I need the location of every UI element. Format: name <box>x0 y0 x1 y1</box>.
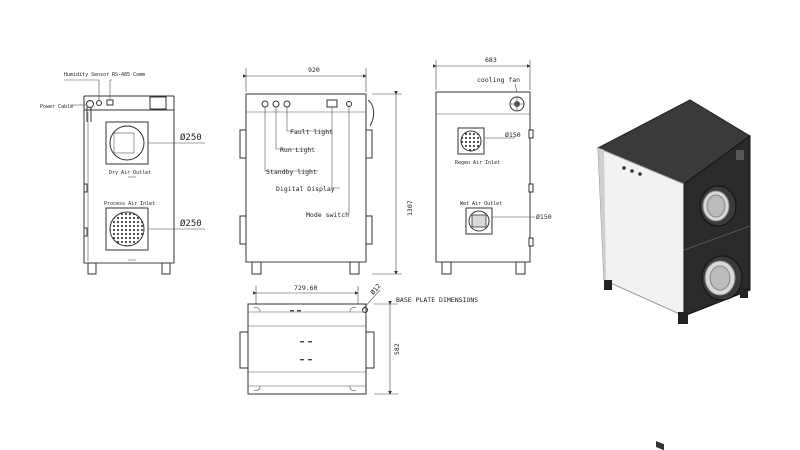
side-pipe <box>367 99 375 127</box>
width-920-label: 920 <box>308 66 320 74</box>
side-duct-left-top <box>239 129 247 159</box>
side-foot-right <box>349 261 360 275</box>
base-hole-bl <box>253 385 261 391</box>
height-1307-label: 1307 <box>406 200 414 216</box>
render-display-icon <box>656 441 664 450</box>
render-foot-2 <box>678 312 688 324</box>
dry-air-outlet-duct <box>109 125 145 161</box>
dia-250-bottom-label: Ø250 <box>180 218 202 229</box>
rs485-label: RS-485 Comm <box>112 72 145 78</box>
width-683-label: 683 <box>485 56 497 64</box>
base-depth-label: 582 <box>393 343 401 355</box>
base-hole-tl <box>253 307 261 313</box>
wet-air-outlet-label: Wet Air Outlet <box>460 201 502 207</box>
dia-150-bottom-label: Ø150 <box>536 213 552 221</box>
dia-250-top-label: Ø250 <box>180 132 202 143</box>
regen-air-inlet-grille <box>460 130 482 152</box>
fault-light-label: Fault light <box>290 128 333 136</box>
render-foot-1 <box>604 280 612 290</box>
rear-foot-right <box>515 261 526 275</box>
front-hinge-1 <box>83 183 88 193</box>
side-duct-right-bottom <box>365 215 373 245</box>
base-duct-right <box>365 331 375 369</box>
process-air-inlet-grille <box>109 211 145 247</box>
base-hole-tr <box>349 307 357 313</box>
cooling-fan-label: cooling fan <box>477 76 520 84</box>
dry-air-outlet-flange <box>105 121 149 165</box>
mode-switch-label: Mode switch <box>306 211 349 219</box>
render-foot-3 <box>740 288 748 298</box>
front-foot-right <box>161 262 171 275</box>
base-hole-br <box>349 385 357 391</box>
front-foot-left <box>87 262 97 275</box>
base-width-label: 729.60 <box>294 284 318 292</box>
rear-foot-left <box>441 261 452 275</box>
front-view: Humidity Sensor RS-485 Comm Power Cable … <box>40 72 205 275</box>
humidity-port-icon <box>96 100 102 106</box>
digital-display-label: Digital Display <box>276 185 335 193</box>
regen-air-inlet-label: Regen Air Inlet <box>455 160 500 166</box>
rs485-port-icon <box>106 99 114 106</box>
process-air-inlet-label: Process Air Inlet <box>104 201 155 207</box>
base-body <box>247 303 367 395</box>
standby-light-label: Standby light <box>266 168 317 176</box>
mode-switch-icon <box>346 101 352 107</box>
cabinet-3d-render <box>596 99 751 450</box>
side-duct-right-top <box>365 129 373 159</box>
front-panel-box <box>149 96 167 110</box>
front-hinge-2 <box>83 227 88 237</box>
power-port-icon <box>86 100 94 108</box>
dry-air-outlet-label: Dry Air Outlet <box>109 170 151 176</box>
base-duct-left <box>239 331 249 369</box>
wet-air-outlet-duct <box>468 210 490 232</box>
side-duct-left-bottom <box>239 215 247 245</box>
base-plate-label: BASE PLATE DIMENSIONS <box>396 296 478 304</box>
side-body <box>245 93 367 263</box>
power-cable-label: Power Cable <box>40 104 73 110</box>
side-view: 920 1307 Fault light Run Light Standb <box>239 66 414 275</box>
dia-150-top-label: Ø150 <box>505 131 521 139</box>
humidity-sensor-label: Humidity Sensor <box>64 72 109 78</box>
power-cable-pipe <box>86 107 92 122</box>
side-foot-left <box>251 261 262 275</box>
base-hole-label: Ø12 <box>369 282 383 296</box>
run-light-label: Run Light <box>280 146 315 154</box>
rear-view: 683 cooling fan Ø150 Regen Air Inlet Wet… <box>433 56 552 275</box>
rear-body <box>435 91 531 263</box>
base-plate-view: 729.60 Ø12 BASE PLATE DIMENSIONS 582 <box>239 282 478 395</box>
